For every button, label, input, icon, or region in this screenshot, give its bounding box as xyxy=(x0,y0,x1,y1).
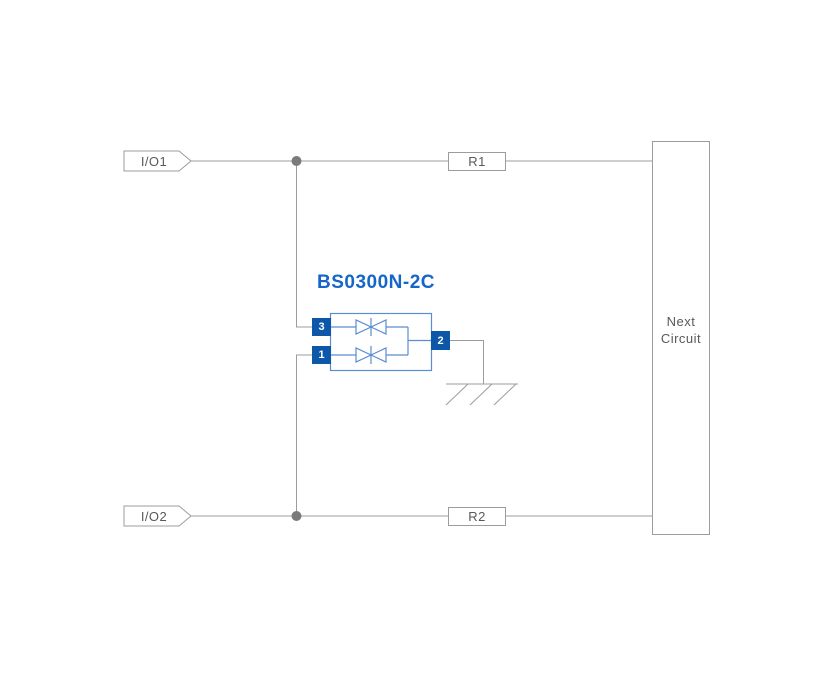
wire-junction-to-pin1 xyxy=(296,354,312,516)
wire-junction-to-pin3 xyxy=(296,161,312,328)
tvs-diode-top-icon xyxy=(331,318,408,336)
io2-connector-symbol xyxy=(123,505,192,527)
resistor-r1-box xyxy=(448,152,506,171)
next-circuit-box xyxy=(652,141,710,535)
component-title: BS0300N-2C xyxy=(317,272,435,293)
wire-pin2-to-ground xyxy=(450,340,484,384)
ground-icon xyxy=(445,383,518,406)
tvs-diode-bottom-icon xyxy=(331,346,408,364)
io1-label: I/O1 xyxy=(140,153,168,169)
junction-dot-top xyxy=(291,156,302,166)
resistor-r2-box xyxy=(448,507,506,526)
junction-dot-bottom xyxy=(291,511,302,521)
pin-2-badge: 2 xyxy=(431,331,450,350)
pin-1-badge: 1 xyxy=(312,346,331,364)
r1-label: R1 xyxy=(468,154,486,169)
wires xyxy=(191,160,652,517)
tvs-component xyxy=(329,312,433,372)
next-circuit-label: Next Circuit xyxy=(660,314,702,346)
r2-label: R2 xyxy=(468,509,486,524)
io2-label: I/O2 xyxy=(140,508,168,524)
pin-3-badge: 3 xyxy=(312,318,331,336)
io1-connector-symbol xyxy=(123,150,192,172)
